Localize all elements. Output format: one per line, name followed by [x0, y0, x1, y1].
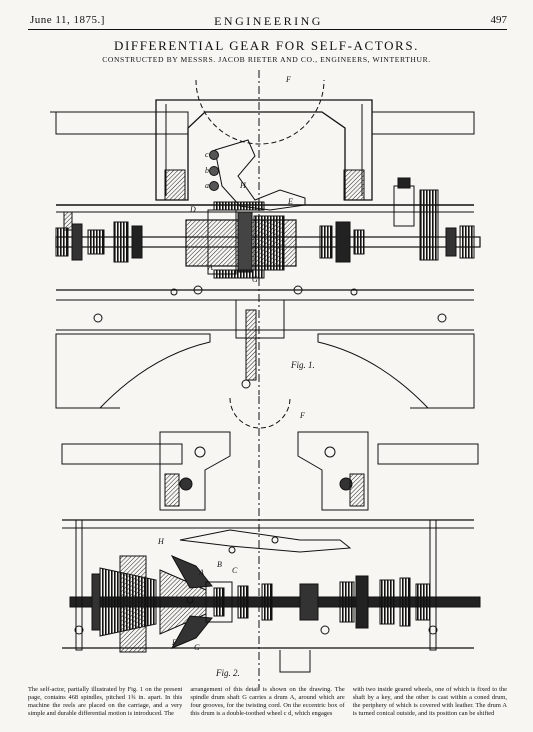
figure-letters: F H c b a D E A G F H A B C G F [157, 75, 305, 652]
figure-1-drawing [50, 70, 481, 409]
body-column-2: arrangement of this detail is shown on t… [190, 686, 345, 718]
letter-E: E [287, 197, 293, 206]
letter-F: F [285, 75, 291, 84]
letter-F3: F [171, 638, 177, 647]
article-body: The self-actor, partially illustrated by… [28, 686, 507, 728]
letter-c: c [205, 150, 209, 159]
letter-H2: H [157, 537, 165, 546]
letter-a: a [205, 181, 209, 190]
figure-2-caption: Fig. 2. [216, 668, 240, 678]
running-header: June 11, 1875.] ENGINEERING 497 [30, 14, 507, 30]
letter-B2: B [217, 560, 222, 569]
article-title: DIFFERENTIAL GEAR FOR SELF-ACTORS. [113, 38, 420, 53]
letter-b: b [205, 166, 209, 175]
letter-H: H [239, 181, 247, 190]
letter-G2: G [194, 643, 200, 652]
letter-F2: F [299, 411, 305, 420]
journal-name: ENGINEERING [214, 14, 323, 28]
article-subtitle: CONSTRUCTED BY MESSRS. JACOB RIETER AND … [102, 55, 431, 64]
figure-1-caption: Fig. 1. [291, 360, 315, 370]
body-column-1: The self-actor, partially illustrated by… [28, 686, 183, 718]
header-rule [28, 29, 507, 30]
letter-A: A [207, 263, 213, 272]
page-number: 497 [490, 14, 508, 26]
letter-G: G [252, 275, 258, 284]
letter-D: D [189, 205, 196, 214]
body-column-3: with two inside geared wheels, one of wh… [352, 686, 507, 718]
issue-date: June 11, 1875.] [30, 14, 105, 26]
figure-2-drawing [61, 396, 481, 690]
letter-A2: A [198, 568, 204, 577]
letter-C2: C [232, 566, 238, 575]
